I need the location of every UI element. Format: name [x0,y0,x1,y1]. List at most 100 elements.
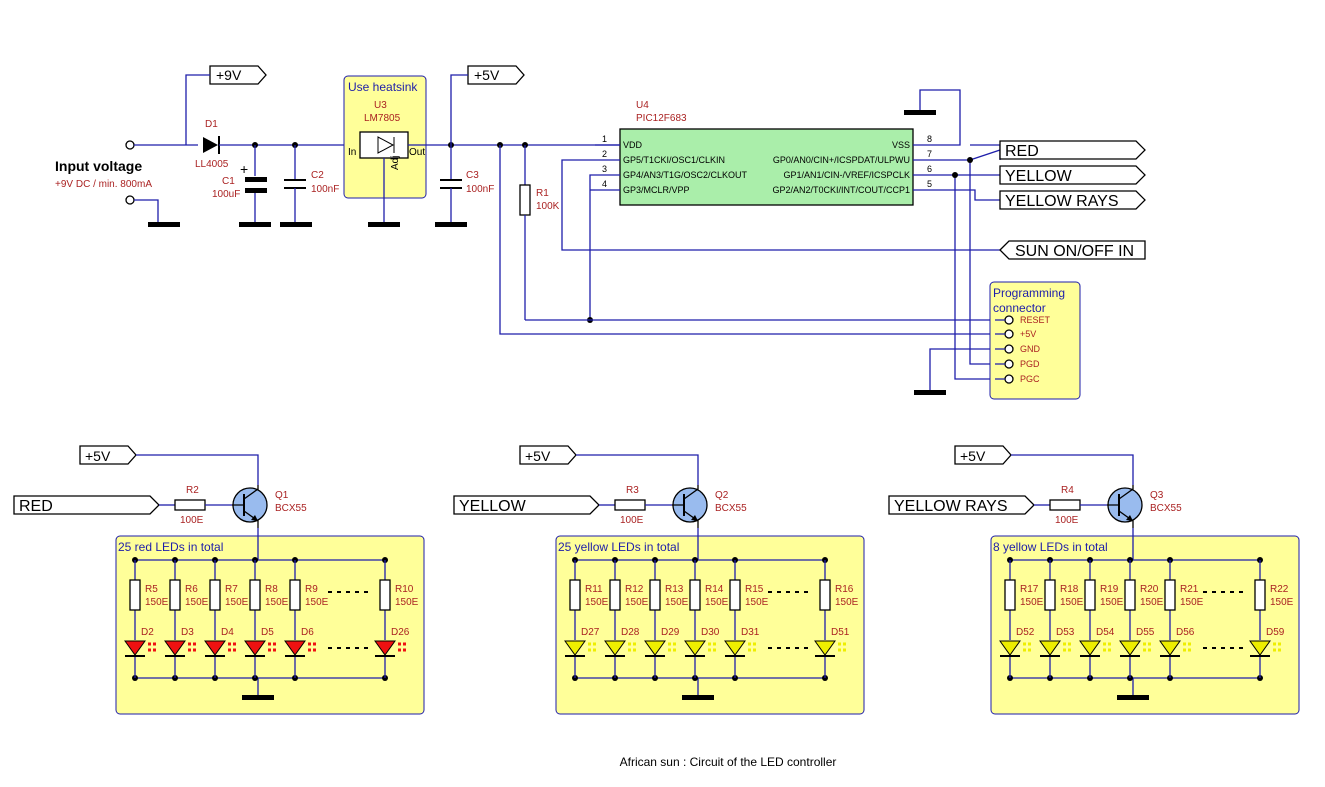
net-flag-9v: +9V [209,65,267,85]
net-flag-5v: +5V [467,65,525,85]
diagram-caption: African sun : Circuit of the LED control… [620,755,837,769]
base-resistor [174,499,206,511]
base-resistor-value: 100E [180,515,204,526]
c2-value: 100nF [311,184,339,195]
capacitor-c3: C3 100nF [435,145,494,227]
c2-ref: C2 [311,170,324,181]
driver-vcc-label: +5V [85,448,111,464]
led-ref: D5 [261,627,274,638]
led-resistor-value: 150E [835,597,859,608]
c3-ref: C3 [466,170,479,181]
transistor-ref: Q1 [275,490,289,501]
led-ref: D54 [1096,627,1115,638]
led-1 [564,640,586,656]
led-array-title: 8 yellow LEDs in total [993,540,1108,554]
led-ref: D27 [581,627,600,638]
led-resistor-1 [1004,579,1016,611]
led-3 [1079,640,1101,656]
net-flag-yellow-rays-label: YELLOW RAYS [1005,193,1119,210]
transistor-ref: Q3 [1150,490,1164,501]
base-resistor-ref: R4 [1061,485,1074,496]
led-ref: D4 [221,627,234,638]
led-resistor-value: 150E [265,597,289,608]
r1-value: 100K [536,201,560,212]
net-flag-9v-label: +9V [216,67,242,83]
led-resistor-4 [249,579,261,611]
led-ref: D51 [831,627,850,638]
prog-title-1: Programming [993,286,1065,300]
svg-text:+: + [240,161,248,177]
led-3 [204,640,226,656]
led-array-box [990,535,1300,715]
pin-l2-num: 3 [602,164,607,174]
programming-connector: Programming connector RESET +5V GND PGD … [989,281,1081,400]
led-resistor-ref: R16 [835,584,854,595]
led-ref: D26 [391,627,410,638]
led-resistor-ref: R6 [185,584,198,595]
led-array-box [115,535,425,715]
microcontroller-u4: U4 PIC12F683 1 2 3 4 VDD GP5/T1CKI/OSC1/… [595,100,970,206]
pin-l3-num: 4 [602,179,607,189]
pin-l1-num: 2 [602,149,607,159]
led-1 [124,640,146,656]
base-resistor-value: 100E [620,515,644,526]
led-resistor-value: 150E [225,597,249,608]
driver-input-label: YELLOW RAYS [894,498,1008,515]
led-resistor-value: 150E [665,597,689,608]
u3-out-label: Out [409,147,425,158]
d1-value: LL4005 [195,159,229,170]
continuation-dots [768,591,810,649]
pin-r1-num: 7 [927,149,932,159]
led-ref: D30 [701,627,720,638]
led-resistor-4 [689,579,701,611]
led-resistor-value: 150E [1180,597,1204,608]
led-resistor-ref: R12 [625,584,644,595]
led-resistor-2 [169,579,181,611]
led-ref: D55 [1136,627,1155,638]
transistor-value: BCX55 [715,503,747,514]
u4-ref: U4 [636,100,649,111]
net-flag-red-label: RED [1005,143,1039,160]
led-6 [374,640,396,656]
led-2 [604,640,626,656]
led-resistor-2 [1044,579,1056,611]
led-5 [1159,640,1181,656]
led-resistor-5 [289,579,301,611]
pin-l0-name: VDD [623,140,643,150]
led-resistor-ref: R15 [745,584,764,595]
net-flag-5v-label: +5V [474,67,500,83]
led-ref: D52 [1016,627,1035,638]
led-resistor-ref: R13 [665,584,684,595]
prog-pin-4: PGC [1020,374,1040,384]
led-array-title: 25 red LEDs in total [118,540,223,554]
input-voltage-title: Input voltage [55,158,142,174]
led-resistor-value: 150E [395,597,419,608]
led-resistor-value: 150E [1270,597,1294,608]
led-resistor-value: 150E [705,597,729,608]
led-4 [684,640,706,656]
u3-in-label: In [348,147,356,158]
led-2 [1039,640,1061,656]
led-resistor-3 [1084,579,1096,611]
ground-symbol [682,695,714,700]
led-resistor-ref: R7 [225,584,238,595]
net-flag-yellow-label: YELLOW [1005,168,1073,185]
u3-adj-label: Adj [390,156,401,170]
led-resistor-6 [1254,579,1266,611]
u4-part: PIC12F683 [636,113,687,124]
led-resistor-ref: R22 [1270,584,1289,595]
led-resistor-ref: R18 [1060,584,1079,595]
led-4 [1119,640,1141,656]
net-flag-sun-in: SUN ON/OFF IN [999,240,1146,260]
ground-symbol [242,695,274,700]
led-resistor-6 [819,579,831,611]
ground-symbol [1117,695,1149,700]
led-resistor-ref: R8 [265,584,278,595]
led-resistor-ref: R14 [705,584,724,595]
led-resistor-value: 150E [585,597,609,608]
led-5 [284,640,306,656]
pin-r2-num: 6 [927,164,932,174]
net-flag-yellow: YELLOW [999,165,1146,185]
led-resistor-value: 150E [1020,597,1044,608]
